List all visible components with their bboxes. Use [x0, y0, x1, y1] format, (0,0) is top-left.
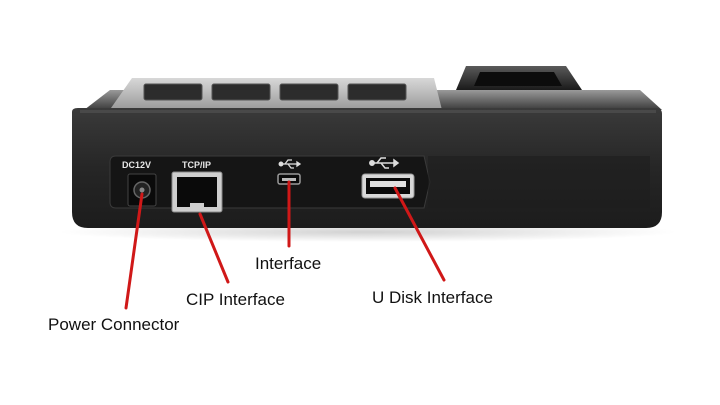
- key-1: [143, 83, 203, 101]
- dc-port-pin: [139, 187, 145, 193]
- interface-callout: Interface: [255, 254, 322, 273]
- usb-symbol-icon: [369, 157, 400, 169]
- tcp-port-label: TCP/IP: [182, 160, 211, 170]
- pointer-u-disk: [393, 186, 446, 282]
- usb-a-tongue: [370, 181, 406, 187]
- side-recess: [428, 156, 650, 208]
- tcp-port-latch: [190, 203, 204, 207]
- key-2: [211, 83, 271, 101]
- keypad-keys: [143, 83, 407, 101]
- cip-interface-callout: CIP Interface: [186, 290, 285, 309]
- pointer-power: [124, 192, 144, 310]
- body-highlight: [80, 110, 656, 113]
- pointer-cip: [198, 212, 230, 284]
- dc-port-label: DC12V: [122, 160, 151, 170]
- u-disk-interface-callout: U Disk Interface: [372, 288, 493, 307]
- pointer-lines: [124, 180, 446, 310]
- mini-usb-tongue: [282, 178, 296, 181]
- tcp-port-socket: [177, 177, 217, 207]
- key-3: [279, 83, 339, 101]
- sensor-window: [474, 72, 562, 86]
- key-4: [347, 83, 407, 101]
- power-connector-callout: Power Connector: [48, 315, 180, 334]
- usb-symbol-icon: [278, 159, 302, 169]
